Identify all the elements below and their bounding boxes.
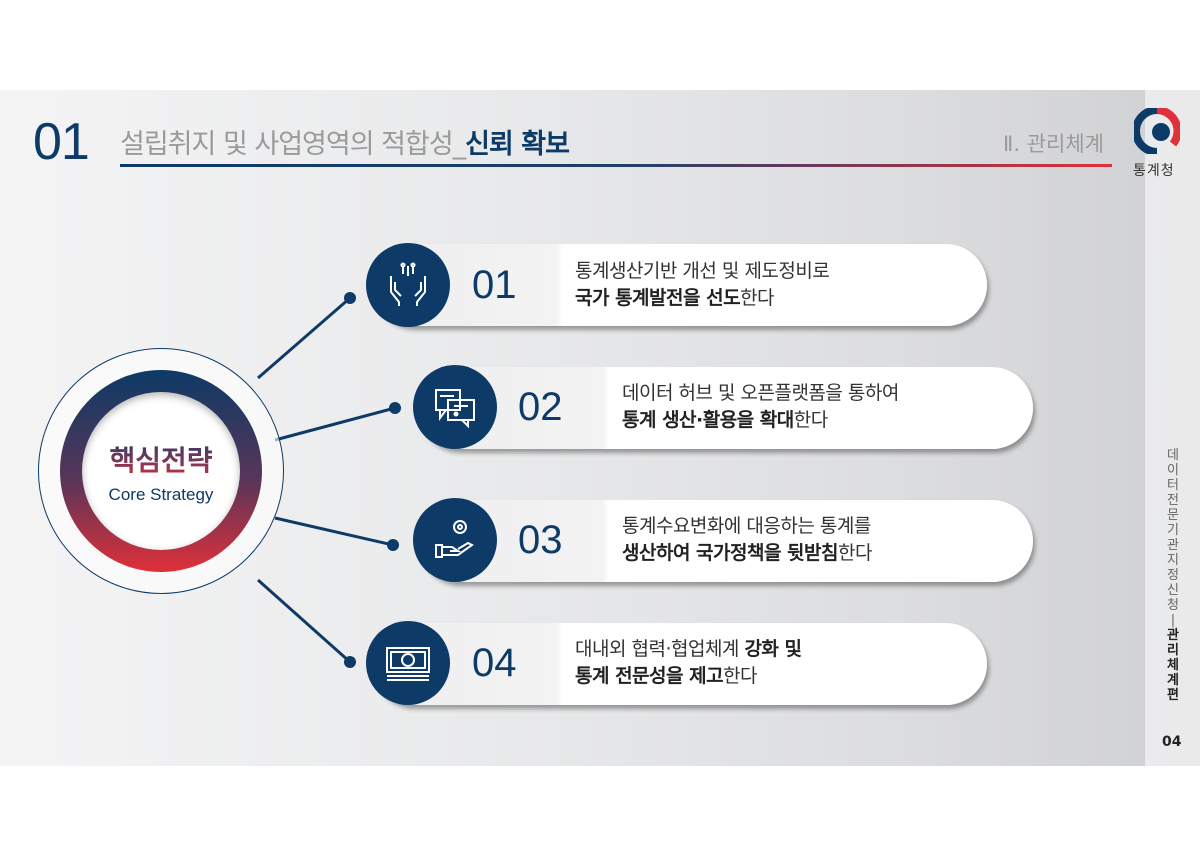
org-name: 통계청 (1133, 163, 1175, 179)
strategy-number: 04 (472, 641, 517, 685)
core-subtitle: Core Strategy (108, 485, 214, 504)
core-title: 핵심전략 (82, 444, 240, 478)
connector-dot (387, 539, 399, 551)
banknote-icon (366, 621, 450, 705)
title-bold: 신뢰 확보 (465, 129, 570, 160)
strategy-card-4 (372, 623, 987, 705)
connector-dot (344, 656, 356, 668)
connector-dot (389, 402, 401, 414)
title-light: 설립취지 및 사업영역의 적합성_ (120, 129, 466, 160)
connector-dot (344, 292, 356, 304)
page-title: 설립취지 및 사업영역의 적합성_신뢰 확보 (120, 122, 570, 161)
section-number: 01 (33, 113, 90, 171)
side-divider: | (1170, 613, 1176, 628)
chat-circuit-icon (413, 365, 497, 449)
hands-circuit-icon (366, 243, 450, 327)
page-number: 04 (1162, 734, 1182, 750)
core-center (82, 392, 240, 550)
strategy-card-2 (418, 367, 1033, 449)
hand-coin-icon (413, 498, 497, 582)
strategy-number: 03 (518, 518, 563, 562)
title-underline (120, 164, 1112, 167)
strategy-number: 01 (472, 263, 517, 307)
org-logo-icon (1134, 108, 1180, 154)
strategy-card-3 (418, 500, 1033, 582)
section-label: Ⅱ. 관리체계 (1003, 132, 1104, 156)
strategy-number: 02 (518, 385, 563, 429)
strategy-card-1 (372, 244, 987, 326)
